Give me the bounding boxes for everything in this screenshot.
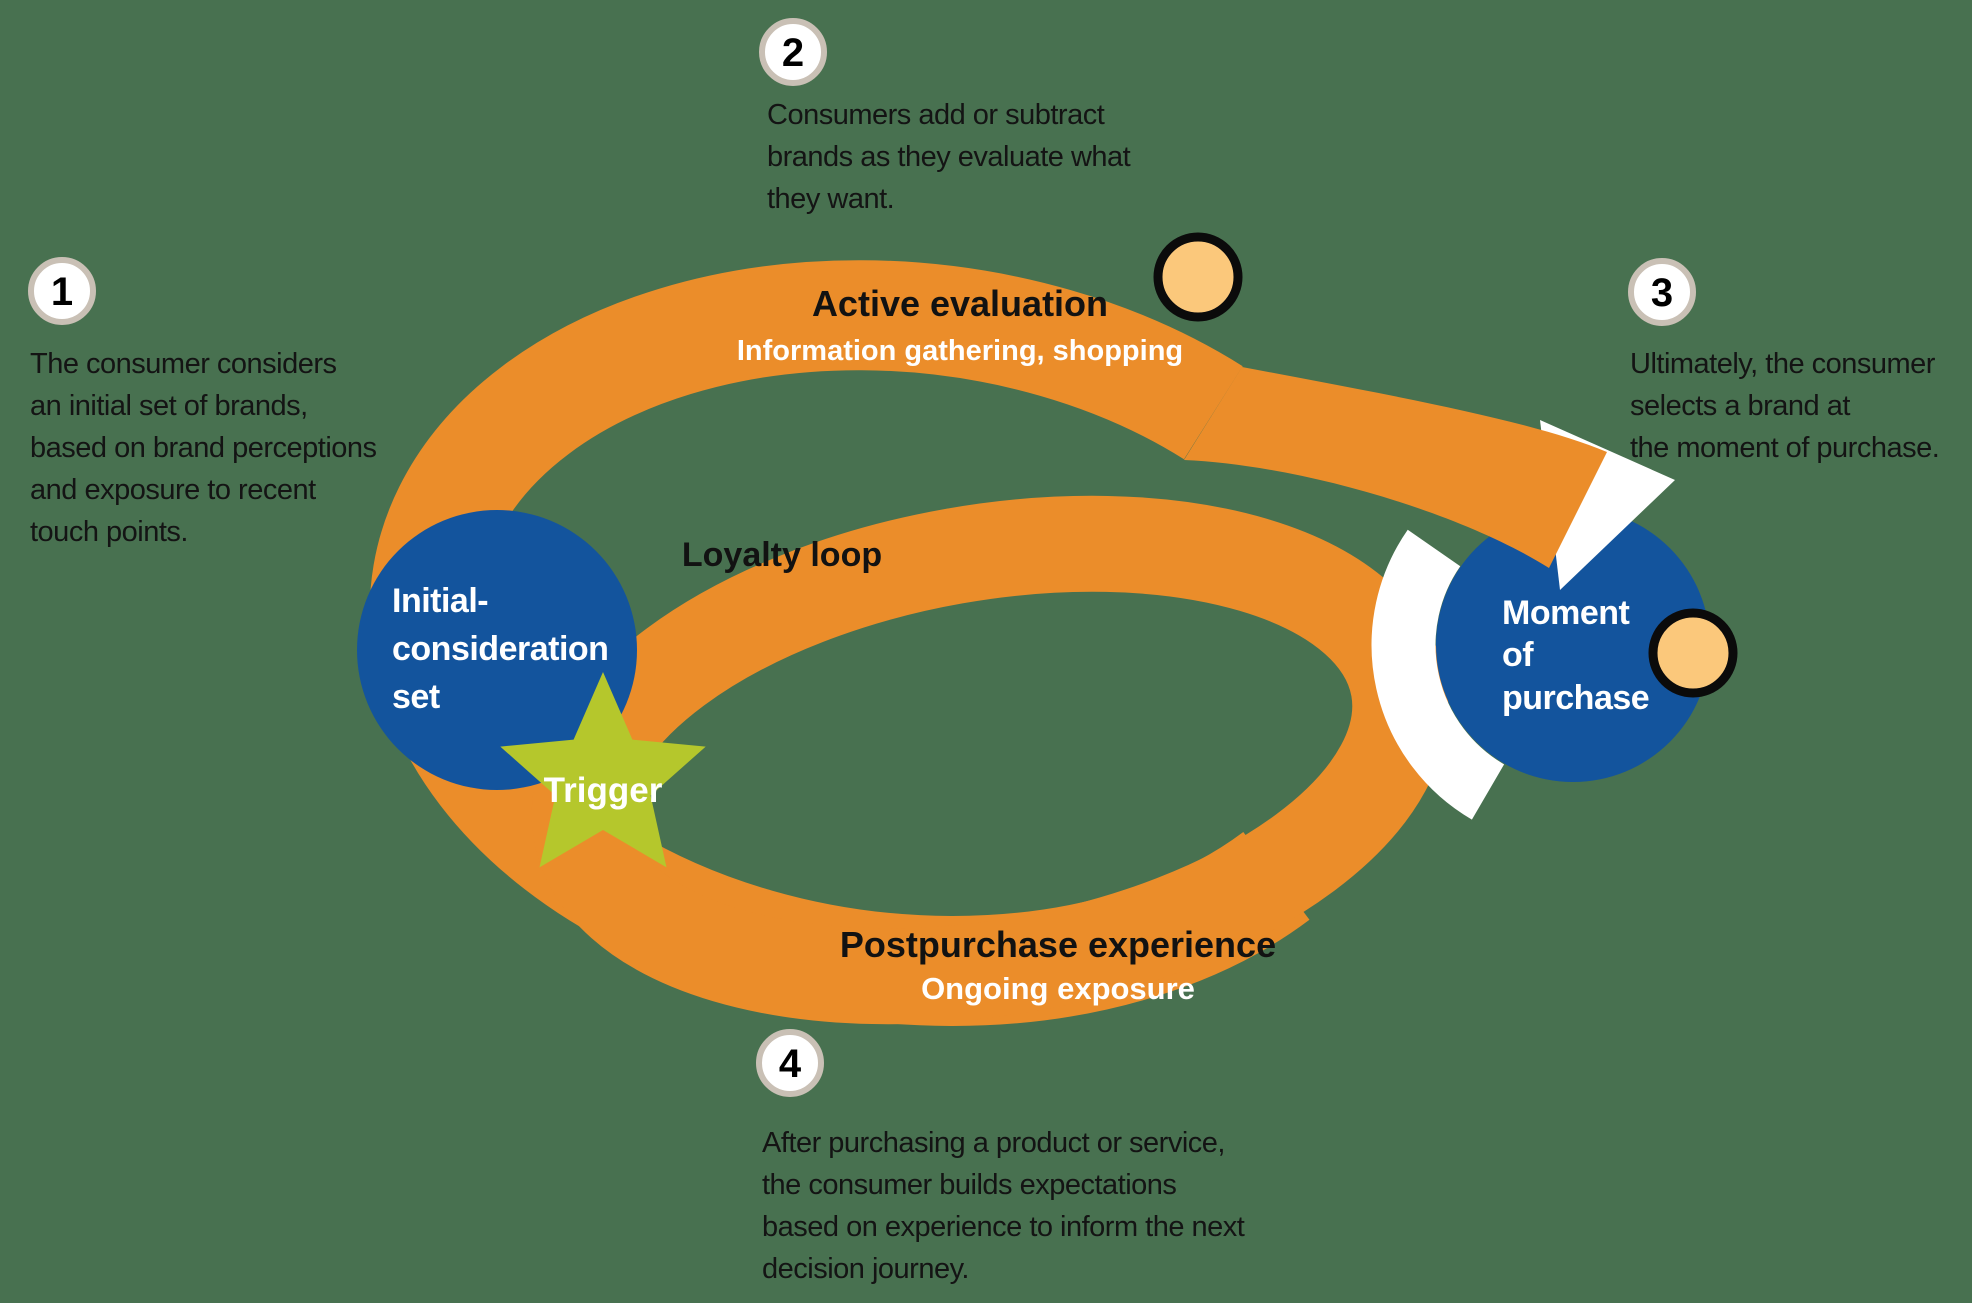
moment-of-purchase-node	[1436, 508, 1710, 782]
step-2-badge	[759, 18, 827, 86]
step-4-badge	[756, 1029, 824, 1097]
step-2-text-line3: they want.	[767, 183, 894, 215]
step-1-text-line3: based on brand perceptions	[30, 432, 377, 464]
initial-consideration-label-line1: Initial-	[392, 582, 488, 620]
step-4-text-line1: After purchasing a product or service,	[762, 1127, 1225, 1159]
step-3-text-line2: selects a brand at	[1630, 390, 1850, 422]
postpurchase-title: Postpurchase experience	[840, 924, 1276, 965]
step-2-text-line2: brands as they evaluate what	[767, 141, 1131, 173]
initial-consideration-node	[357, 510, 637, 790]
step-3-text-line3: the moment of purchase.	[1630, 432, 1939, 464]
active-evaluation-subtitle: Information gathering, shopping	[737, 335, 1183, 367]
annotation-step-1: 1 The consumer considers an initial set …	[28, 257, 377, 548]
step-1-text-line1: The consumer considers	[30, 348, 337, 380]
step-2-text-line1: Consumers add or subtract	[767, 99, 1105, 131]
step-1-text-line4: and exposure to recent	[30, 474, 316, 506]
trigger-star	[500, 672, 706, 868]
step-3-number: 3	[1651, 271, 1673, 315]
step-1-number: 1	[51, 270, 73, 314]
step-1-text-line5: touch points.	[30, 516, 188, 548]
step-4-text-line2: the consumer builds expectations	[762, 1169, 1176, 1201]
moment-label-line3: purchase	[1502, 679, 1649, 717]
step-4-text-line4: decision journey.	[762, 1253, 969, 1285]
annotation-step-3: 3 Ultimately, the consumer selects a bra…	[1628, 258, 1940, 464]
postpurchase-subtitle: Ongoing exposure	[921, 971, 1195, 1006]
step-3-badge	[1628, 258, 1696, 326]
journey-arrow-tip	[1184, 367, 1607, 568]
initial-consideration-label-line3: set	[392, 678, 440, 716]
step-1-text-line2: an initial set of brands,	[30, 390, 308, 422]
moment-label-line2: of	[1502, 636, 1534, 674]
moment-label-line1: Moment	[1502, 594, 1630, 632]
annotation-step-4: 4 After purchasing a product or service,…	[756, 1029, 1245, 1285]
active-evaluation-title: Active evaluation	[812, 283, 1108, 324]
step-4-number: 4	[779, 1042, 802, 1086]
annotation-step-2: 2 Consumers add or subtract brands as th…	[759, 18, 1131, 215]
step-2-number: 2	[782, 31, 804, 75]
journey-marker-dot-icon	[1153, 232, 1243, 322]
loyalty-arrow-gap	[1371, 529, 1505, 820]
trigger-label: Trigger	[544, 771, 663, 810]
initial-consideration-label-line2: consideration	[392, 630, 608, 668]
step-3-text-line1: Ultimately, the consumer	[1630, 348, 1936, 380]
purchase-marker-dot-icon	[1648, 608, 1738, 698]
step-4-text-line3: based on experience to inform the next	[762, 1211, 1245, 1243]
loyalty-loop-title: Loyalty loop	[682, 536, 882, 574]
step-1-badge	[28, 257, 96, 325]
